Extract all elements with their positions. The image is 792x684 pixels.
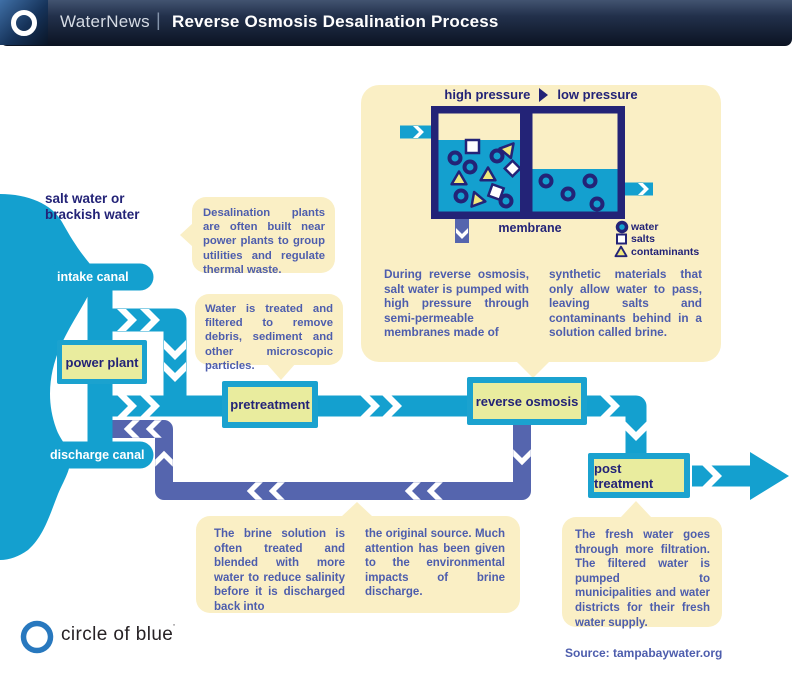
post-treatment-callout-tail bbox=[621, 501, 651, 517]
pretreatment-box: pretreatment bbox=[222, 381, 318, 428]
pretreatment-callout bbox=[195, 294, 343, 365]
flow-chevron-icon bbox=[426, 482, 443, 500]
reverse-osmosis-note-col1: During reverse osmosis, salt water is pu… bbox=[384, 267, 529, 340]
circle-of-blue-logo-icon bbox=[20, 620, 54, 654]
pretreatment-callout-tail bbox=[266, 363, 296, 380]
flow-chevron-icon bbox=[246, 482, 263, 500]
membrane-panel-tail bbox=[516, 361, 550, 378]
flow-chevron-icon bbox=[268, 482, 285, 500]
discharge-canal-label: discharge canal bbox=[50, 448, 145, 462]
flow-chevron-icon bbox=[382, 395, 402, 417]
power-plant-box: power plant bbox=[57, 340, 147, 384]
circle-of-blue-wordmark: circle of blue' bbox=[61, 623, 175, 646]
flow-chevron-icon bbox=[702, 465, 722, 487]
flow-chevron-icon bbox=[600, 395, 620, 417]
legend-salts-label: salts bbox=[631, 233, 655, 245]
legend-water-label: water bbox=[631, 221, 659, 233]
flow-chevron-icon bbox=[140, 309, 160, 331]
flow-chevron-icon bbox=[404, 482, 421, 500]
legend-contaminants-label: contaminants bbox=[631, 246, 700, 258]
source-credit: Source: tampabaywater.org bbox=[565, 646, 723, 660]
intake-canal-label: intake canal bbox=[57, 270, 129, 284]
flow-chevron-icon bbox=[117, 395, 137, 417]
flow-chevron-icon bbox=[360, 395, 380, 417]
post-treatment-box: post treatment bbox=[588, 453, 690, 498]
post-treatment-note: The fresh water goes through more filtra… bbox=[575, 529, 710, 629]
high-pressure-label: high pressure bbox=[444, 87, 531, 102]
flow-chevron-icon bbox=[164, 362, 186, 382]
power-plant-callout bbox=[192, 197, 335, 273]
flow-chevron-icon bbox=[625, 421, 647, 441]
pretreatment-note: Water is treated and filtered to remove … bbox=[205, 303, 333, 372]
header-separator: | bbox=[156, 10, 161, 30]
flow-chevron-icon bbox=[117, 309, 137, 331]
power-plant-note: Desalination plants are often built near… bbox=[203, 207, 325, 276]
pressure-arrow-icon bbox=[539, 87, 549, 102]
low-pressure-label: low pressure bbox=[557, 87, 638, 102]
reverse-osmosis-note-col2: synthetic materials that only allow wate… bbox=[549, 267, 702, 340]
membrane-label: membrane bbox=[498, 221, 562, 235]
brine-note-col1: The brine solution is often treated and … bbox=[214, 528, 345, 613]
flow-chevron-icon bbox=[140, 395, 160, 417]
flow-chevron-icon bbox=[164, 340, 186, 360]
brine-callout-tail bbox=[341, 502, 373, 517]
flow-chevron-icon bbox=[145, 420, 162, 438]
circle-of-blue-text: circle of blue bbox=[61, 624, 174, 645]
brand-name: WaterNews bbox=[60, 12, 150, 31]
logo-ring-icon bbox=[11, 9, 37, 36]
flow-chevron-icon bbox=[513, 449, 531, 466]
header-bar: WaterNews | Reverse Osmosis Desalination… bbox=[0, 0, 792, 46]
flow-chevron-icon bbox=[123, 420, 140, 438]
brine-callout bbox=[196, 516, 520, 613]
trademark-tick: ' bbox=[173, 623, 176, 632]
power-plant-callout-tail bbox=[180, 223, 193, 247]
output-arrow-icon bbox=[750, 452, 789, 500]
reverse-osmosis-box: reverse osmosis bbox=[467, 377, 587, 425]
waternews-logo-icon bbox=[0, 0, 48, 45]
post-treatment-callout bbox=[562, 517, 722, 627]
pressure-heading: high pressure low pressure bbox=[361, 87, 721, 102]
page-title: Reverse Osmosis Desalination Process bbox=[172, 12, 499, 31]
source-water-label: salt water or brackish water bbox=[45, 191, 140, 222]
flow-chevron-icon bbox=[155, 450, 173, 467]
brine-note-col2: the original source. Much attention has … bbox=[365, 528, 505, 599]
